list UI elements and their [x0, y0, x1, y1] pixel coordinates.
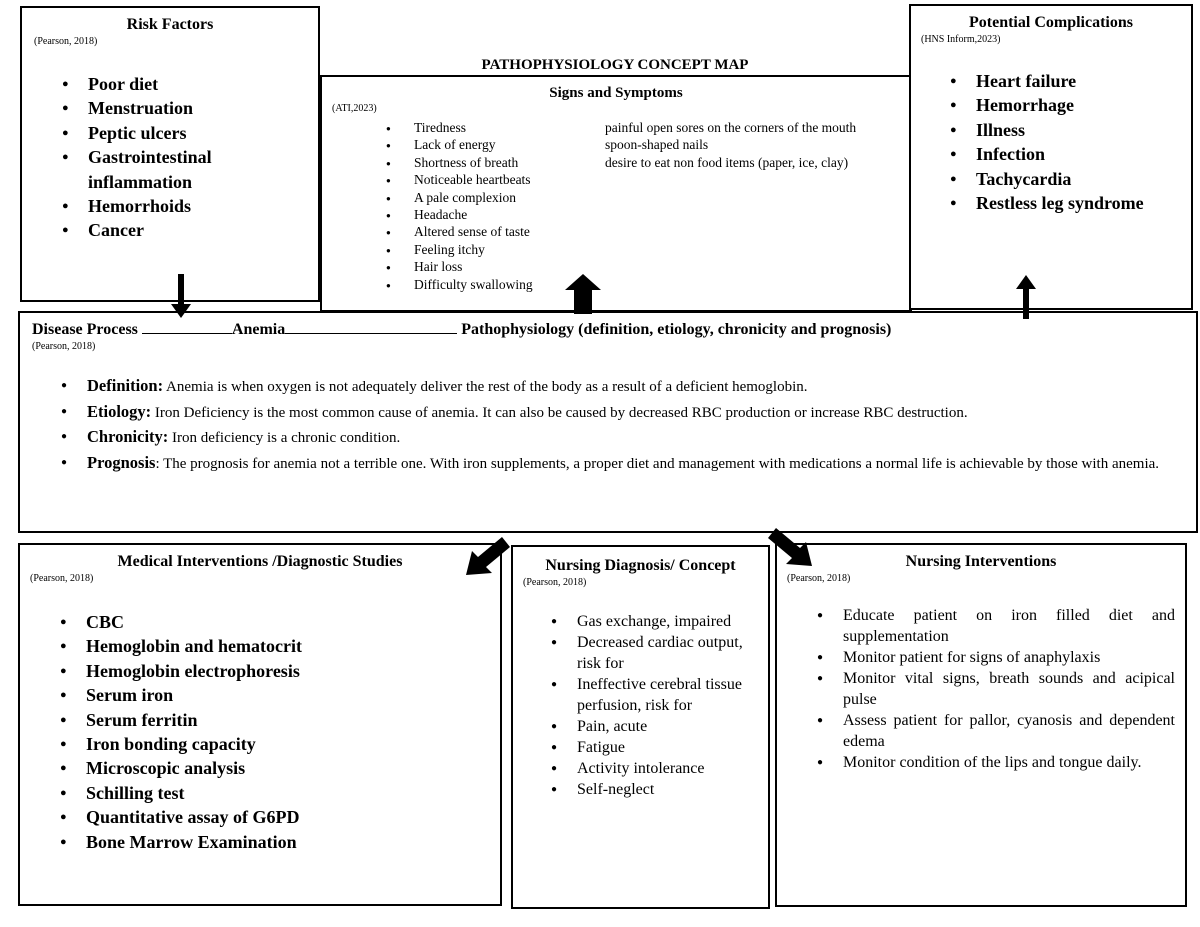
prognosis-item: Prognosis: The prognosis for anemia not …	[61, 452, 1177, 475]
risk-factors-list: Poor diet Menstruation Peptic ulcers Gas…	[62, 72, 288, 243]
medical-interventions-box: Medical Interventions /Diagnostic Studie…	[18, 543, 502, 906]
nursing-interventions-box: Nursing Interventions (Pearson, 2018) Ed…	[775, 543, 1187, 907]
list-item: Lack of energy	[386, 136, 533, 155]
list-item: Hemorrhage	[950, 93, 1144, 118]
list-item: Feeling itchy	[386, 241, 533, 260]
prognosis-label: Prognosis	[87, 452, 156, 472]
complications-citation: (HNS Inform,2023)	[921, 34, 1001, 45]
list-item: Tachycardia	[950, 167, 1144, 192]
list-item: Pain, acute	[551, 716, 762, 737]
list-item: Shortness of breath	[386, 154, 533, 173]
risk-factors-box: Risk Factors (Pearson, 2018) Poor diet M…	[20, 6, 320, 302]
list-item: Infection	[950, 142, 1144, 167]
list-item: painful open sores on the corners of the…	[605, 120, 857, 135]
medical-interventions-citation: (Pearson, 2018)	[30, 573, 94, 584]
prognosis-text: : The prognosis for anemia not a terribl…	[155, 455, 1160, 472]
nursing-diagnosis-list: Gas exchange, impaired Decreased cardiac…	[551, 611, 762, 800]
complications-title: Potential Complications	[969, 14, 1133, 31]
list-item: Fatigue	[551, 737, 762, 758]
arrow-down-left-icon	[466, 537, 510, 575]
list-item: Serum ferritin	[60, 708, 302, 733]
chronicity-item: Chronicity: Iron deficiency is a chronic…	[61, 427, 1177, 449]
list-item: Poor diet	[62, 72, 288, 97]
list-item: Cancer	[62, 218, 288, 243]
nursing-diagnosis-title: Nursing Diagnosis/ Concept	[545, 557, 736, 574]
disease-process-list: Definition: Anemia is when oxygen is not…	[61, 376, 1177, 478]
medical-interventions-list: CBC Hemoglobin and hematocrit Hemoglobin…	[60, 610, 302, 855]
list-item: Monitor patient for signs of anaphylaxis	[817, 647, 1175, 668]
list-item: Heart failure	[950, 69, 1144, 94]
nursing-interventions-list: Educate patient on iron filled diet and …	[817, 605, 1175, 773]
list-item: Bone Marrow Examination	[60, 830, 302, 855]
list-item: Peptic ulcers	[62, 121, 288, 146]
list-item: Educate patient on iron filled diet and …	[817, 605, 1175, 647]
list-item: Serum iron	[60, 683, 302, 708]
list-item: Monitor vital signs, breath sounds and a…	[817, 668, 1175, 710]
complications-box: Potential Complications (HNS Inform,2023…	[909, 4, 1193, 310]
medical-interventions-title: Medical Interventions /Diagnostic Studie…	[117, 553, 403, 570]
list-item: Schilling test	[60, 781, 302, 806]
chronicity-label: Chronicity:	[87, 427, 169, 446]
disease-process-label: Disease Process	[32, 321, 138, 338]
disease-process-citation: (Pearson, 2018)	[32, 341, 96, 352]
list-item: Hair loss	[386, 258, 533, 277]
list-item: Altered sense of taste	[386, 223, 533, 242]
definition-item: Definition: Anemia is when oxygen is not…	[61, 376, 1177, 398]
complications-list: Heart failure Hemorrhage Illness Infecti…	[950, 69, 1144, 216]
list-item: Monitor condition of the lips and tongue…	[817, 752, 1175, 773]
blank-line	[285, 319, 458, 334]
page-title: PATHOPHYSIOLOGY CONCEPT MAP	[481, 57, 749, 73]
nursing-diagnosis-citation: (Pearson, 2018)	[523, 577, 587, 588]
list-item: Iron bonding capacity	[60, 732, 302, 757]
signs-symptoms-col2: painful open sores on the corners of the…	[605, 119, 856, 171]
arrow-down-right-icon	[768, 528, 812, 566]
list-item: Microscopic analysis	[60, 756, 302, 781]
nursing-interventions-title: Nursing Interventions	[905, 553, 1057, 570]
signs-symptoms-title: Signs and Symptoms	[549, 85, 683, 101]
nursing-interventions-citation: (Pearson, 2018)	[787, 573, 851, 584]
signs-symptoms-list: Tiredness Lack of energy Shortness of br…	[386, 119, 533, 295]
definition-label: Definition:	[87, 376, 164, 395]
list-item: Ineffective cerebral tissue perfusion, r…	[551, 674, 762, 716]
list-item: Difficulty swallowing	[386, 276, 533, 295]
list-item: Gastrointestinal inflammation	[62, 145, 288, 194]
list-item: Self-neglect	[551, 779, 762, 800]
signs-symptoms-citation: (ATI,2023)	[332, 103, 377, 114]
disease-process-box: Disease Process Anemia Pathophysiology (…	[18, 311, 1198, 533]
arrow-up-icon	[565, 274, 601, 314]
list-item: Noticeable heartbeats	[386, 171, 533, 190]
etiology-item: Etiology: Iron Deficiency is the most co…	[61, 401, 1177, 424]
list-item: Quantitative assay of G6PD	[60, 805, 302, 830]
list-item: Restless leg syndrome	[950, 191, 1144, 216]
list-item: spoon-shaped nails	[605, 137, 709, 153]
etiology-label: Etiology:	[87, 401, 152, 421]
list-item: CBC	[60, 610, 302, 635]
list-item: Hemoglobin electrophoresis	[60, 659, 302, 684]
signs-symptoms-box: Signs and Symptoms (ATI,2023) Tiredness …	[320, 75, 912, 312]
pathophysiology-label: Pathophysiology (definition, etiology, c…	[461, 321, 892, 338]
list-item: Tiredness	[386, 119, 533, 138]
list-item: Hemoglobin and hematocrit	[60, 634, 302, 659]
disease-name: Anemia	[231, 321, 286, 338]
chronicity-text: Iron deficiency is a chronic condition.	[172, 430, 401, 446]
list-item: Illness	[950, 118, 1144, 143]
definition-text: Anemia is when oxygen is not adequately …	[166, 379, 808, 395]
arrow-down-icon	[171, 274, 191, 318]
list-item: Assess patient for pallor, cyanosis and …	[817, 710, 1175, 752]
risk-factors-title: Risk Factors	[126, 16, 214, 33]
list-item: Gas exchange, impaired	[551, 611, 762, 632]
etiology-text: Iron Deficiency is the most common cause…	[154, 404, 968, 421]
list-item: Menstruation	[62, 96, 288, 121]
list-item: desire to eat non food items (paper, ice…	[605, 154, 849, 170]
disease-process-heading: Disease Process Anemia Pathophysiology (…	[32, 319, 891, 339]
risk-factors-citation: (Pearson, 2018)	[34, 36, 98, 47]
list-item: Activity intolerance	[551, 758, 762, 779]
arrow-up-icon	[1016, 275, 1036, 319]
nursing-diagnosis-box: Nursing Diagnosis/ Concept (Pearson, 201…	[511, 545, 770, 909]
blank-line	[141, 319, 232, 334]
list-item: Headache	[386, 206, 533, 225]
list-item: Hemorrhoids	[62, 194, 288, 219]
list-item: Decreased cardiac output, risk for	[551, 632, 762, 674]
list-item: A pale complexion	[386, 189, 533, 208]
